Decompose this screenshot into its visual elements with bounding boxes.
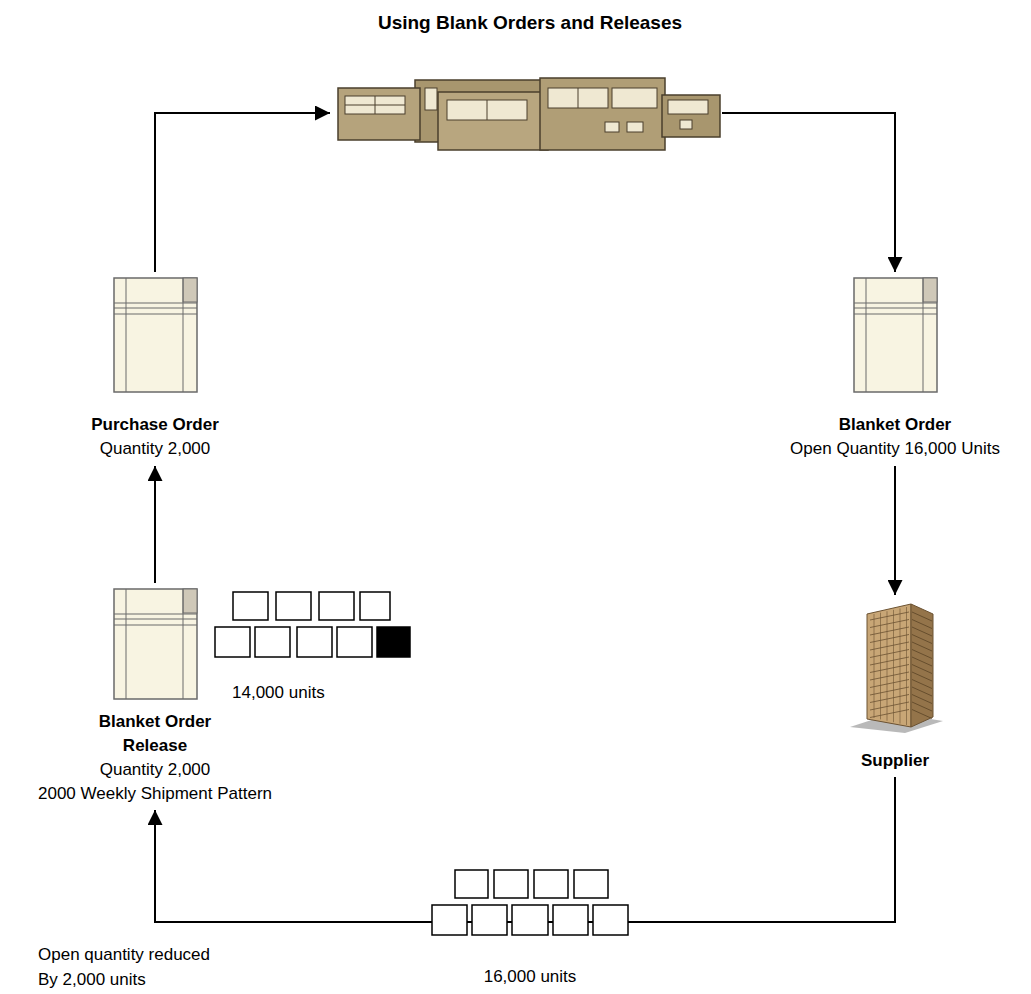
flow-arrow (894, 466, 896, 595)
icon-node: Blanket OrderOpen Quantity 16,000 Units (765, 277, 1025, 461)
flow-arrow (155, 113, 330, 272)
node-heading: Blanket Order Release (80, 710, 230, 758)
node-heading: Supplier (815, 749, 975, 773)
unit-stack (432, 870, 628, 935)
node-heading: Purchase Order (35, 413, 275, 437)
document-icon (113, 588, 198, 700)
icon-node: Supplier (815, 600, 975, 773)
node-heading: Blanket Order (765, 413, 1025, 437)
unit-stack (215, 592, 410, 657)
node-detail: Quantity 2,000 (35, 437, 275, 461)
icon-node: Purchase OrderQuantity 2,000 (35, 277, 275, 461)
building-icon (845, 600, 945, 735)
document-icon (853, 277, 938, 393)
note-label: Open quantity reduced By 2,000 units (38, 942, 234, 992)
flow-arrow (722, 113, 895, 272)
node-detail: Open Quantity 16,000 Units (765, 437, 1025, 461)
quantity-label: 14,000 units (232, 680, 325, 705)
quantity-label: 16,000 units (430, 964, 630, 989)
diagram-title: Using Blank Orders and Releases (280, 12, 780, 34)
warehouse-illustration (338, 78, 720, 150)
node-detail: 2000 Weekly Shipment Pattern (10, 782, 300, 806)
flow-arrow (154, 466, 156, 583)
node-detail: Quantity 2,000 (10, 758, 300, 782)
document-icon (113, 277, 198, 393)
